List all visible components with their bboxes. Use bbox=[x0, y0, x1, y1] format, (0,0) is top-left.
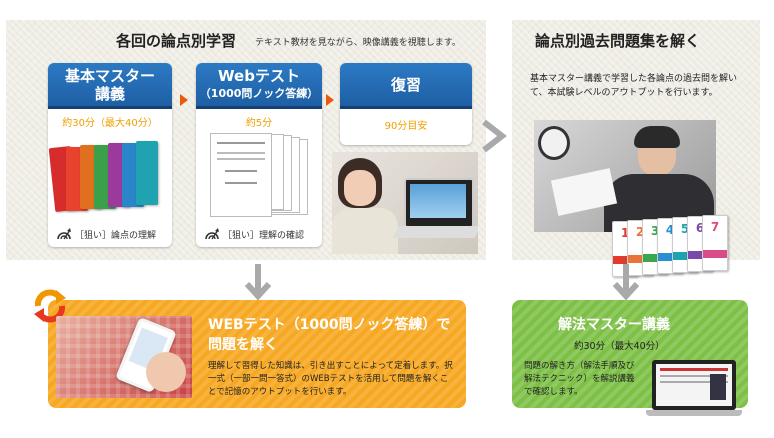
card-basic-master-title-2: 講義 bbox=[94, 84, 125, 103]
web-test-box-body: 理解して習得した知識は、引き出すことによって定着します。択一式（一部一問一答式）… bbox=[208, 361, 453, 397]
right-chevron-icon bbox=[326, 94, 334, 106]
problem-book: 7 bbox=[702, 215, 728, 271]
card-basic-master-header: 基本マスター 講義 bbox=[48, 63, 172, 109]
down-arrow-icon bbox=[244, 264, 272, 301]
card-basic-master-duration: 約30分（最大40分） bbox=[62, 118, 158, 129]
card-basic-master: 基本マスター 講義 約30分（最大40分） ［狙い］論点の理解 bbox=[48, 63, 172, 247]
study-photo bbox=[332, 152, 478, 254]
card-basic-master-caption: ［狙い］論点の理解 bbox=[75, 230, 157, 241]
right-arrow-icon bbox=[482, 119, 507, 153]
web-test-box-title-1: WEBテスト（1000問ノック答練）で bbox=[208, 317, 451, 333]
card-basic-master-caption-row: ［狙い］論点の理解 bbox=[56, 227, 156, 241]
target-arrow-icon bbox=[57, 228, 71, 240]
solution-master-duration: 約30分（最大40分） bbox=[574, 341, 665, 352]
test-paper-illustration bbox=[210, 133, 310, 223]
problem-book-number: 6 bbox=[695, 221, 705, 235]
card-web-test-header: Webテスト （1000問ノック答練） bbox=[196, 63, 322, 109]
right-chevron-icon bbox=[180, 94, 188, 106]
card-web-test-title-2: （1000問ノック答練） bbox=[199, 86, 319, 100]
smartphone-photo bbox=[56, 316, 192, 398]
card-review: 復習 90分目安 bbox=[340, 63, 472, 145]
solution-master-body: 問題の解き方（解法手順及び解法テクニック）を解説講義で確認します。 bbox=[524, 361, 635, 397]
textbook-illustration bbox=[48, 139, 170, 219]
problem-book-number: 4 bbox=[665, 223, 675, 237]
left-panel-subtitle: テキスト教材を見ながら、映像講義を視聴します。 bbox=[255, 38, 461, 48]
right-panel-body: 基本マスター講義で学習した各論点の過去問を解いて、本試験レベルのアウトプットを行… bbox=[530, 74, 738, 98]
laptop-illustration bbox=[646, 360, 742, 420]
card-web-test-title-1: Webテスト bbox=[218, 66, 300, 85]
target-arrow-icon bbox=[205, 228, 219, 240]
card-basic-master-title-1: 基本マスター bbox=[64, 66, 155, 85]
card-web-test-duration: 約5分 bbox=[245, 118, 273, 129]
card-review-duration: 90分目安 bbox=[384, 121, 428, 132]
problem-book-number: 5 bbox=[680, 222, 690, 236]
solution-master-title: 解法マスター講義 bbox=[558, 317, 670, 333]
problem-book-number: 1 bbox=[620, 226, 630, 240]
card-review-header: 復習 bbox=[340, 63, 472, 109]
problem-book-number: 3 bbox=[650, 224, 660, 238]
down-arrow-icon bbox=[612, 264, 640, 301]
left-panel-title: 各回の論点別学習 bbox=[116, 32, 237, 50]
right-panel-title: 論点別過去問題集を解く bbox=[535, 32, 701, 50]
problem-book-number: 2 bbox=[635, 225, 645, 239]
card-web-test-caption: ［狙い］理解の確認 bbox=[223, 230, 305, 241]
card-web-test-caption-row: ［狙い］理解の確認 bbox=[204, 227, 304, 241]
card-review-title: 復習 bbox=[390, 76, 421, 94]
problem-book-number: 7 bbox=[710, 220, 720, 234]
card-web-test: Webテスト （1000問ノック答練） 約5分 ［狙い］理解の確認 bbox=[196, 63, 322, 247]
web-test-box-title-2: 問題を解く bbox=[208, 337, 278, 353]
cycle-arrows-icon bbox=[34, 289, 66, 323]
